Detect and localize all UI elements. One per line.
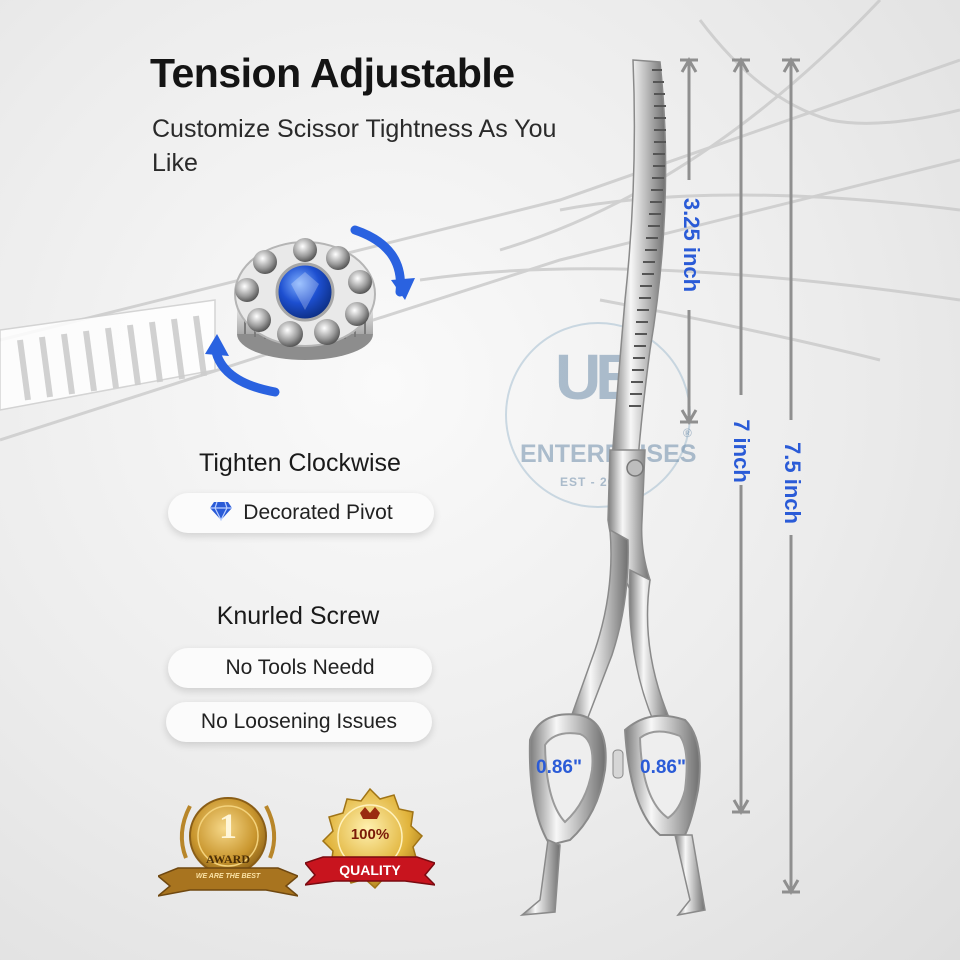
page-subtitle: Customize Scissor Tightness As You Like — [152, 115, 557, 177]
award-label: AWARD — [205, 852, 250, 866]
knurled-screw-heading: Knurled Screw — [216, 602, 380, 630]
blade-length-label: 3.25 inch — [679, 197, 704, 293]
thinning-scissors-image — [519, 59, 706, 917]
tighten-clockwise-heading: Tighten Clockwise — [199, 449, 401, 477]
quality-badge-image — [305, 787, 435, 890]
award-badge-image — [158, 797, 298, 897]
quality-percent: 100% — [350, 826, 390, 843]
decorated-pivot-pill: Decorated Pivot — [168, 493, 434, 533]
page-title: Tension Adjustable — [150, 50, 515, 96]
left-ring-size-label: 0.86" — [536, 757, 582, 778]
award-ribbon-text: WE ARE THE BEST — [195, 873, 261, 880]
no-loosening-pill: No Loosening Issues — [166, 702, 432, 742]
watermark-registered: ® — [683, 426, 692, 440]
award-number: 1 — [219, 806, 237, 846]
scissor-length-label: 7 inch — [729, 419, 754, 483]
right-ring-size-label: 0.86" — [640, 757, 686, 778]
overall-length-label: 7.5 inch — [780, 442, 805, 524]
no-tools-pill: No Tools Needd — [168, 648, 432, 688]
quality-label: QUALITY — [339, 862, 401, 878]
crown-icon — [360, 807, 380, 819]
dimension-lines — [680, 57, 800, 895]
diamond-icon — [210, 502, 233, 522]
decorated-pivot-label: Decorated Pivot — [243, 501, 393, 524]
decorated-pivot-illustration — [205, 225, 415, 397]
watermark-name: ENTERPRISES — [520, 440, 697, 468]
